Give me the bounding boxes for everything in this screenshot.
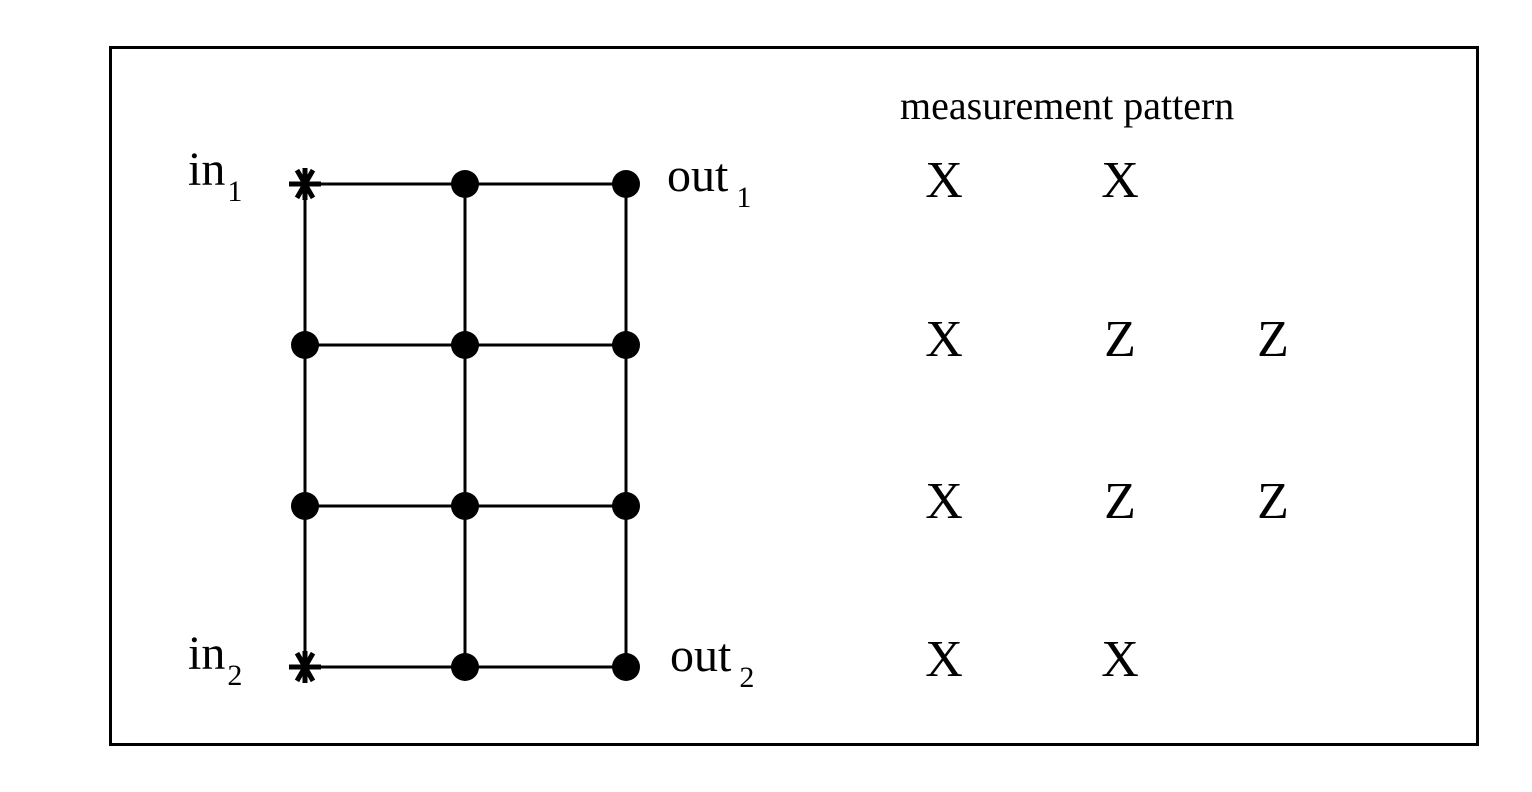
graph-node-2-2: [612, 492, 640, 520]
graph-nodes: [289, 168, 640, 683]
diagram-frame: [109, 46, 1479, 746]
graph-node-3-1: [451, 653, 479, 681]
measurement-1-0: X: [925, 311, 963, 368]
input-label-1: in1: [188, 143, 243, 208]
measurement-3-0: X: [925, 631, 963, 688]
measurement-2-0: X: [925, 473, 963, 530]
measurement-pattern-title: measurement pattern: [900, 83, 1235, 128]
graph-node-0-2: [612, 170, 640, 198]
input-node-asterisk-0-0: [289, 168, 321, 200]
input-node-asterisk-3-0: [289, 651, 321, 683]
graph-node-3-2: [612, 653, 640, 681]
measurement-2-1: Z: [1104, 473, 1136, 530]
output-label-2-subscript: 2: [739, 661, 755, 694]
graph-node-2-0: [291, 492, 319, 520]
graph-node-2-1: [451, 492, 479, 520]
input-label-2: in2: [188, 627, 243, 692]
input-label-1-subscript: 1: [227, 175, 243, 208]
measurement-2-2: Z: [1257, 473, 1289, 530]
graph-node-1-2: [612, 331, 640, 359]
graph-node-1-1: [451, 331, 479, 359]
graph-edges: [303, 182, 628, 669]
measurement-0-1: X: [1101, 152, 1139, 209]
input-label-2-subscript: 2: [227, 659, 243, 692]
graph-node-0-1: [451, 170, 479, 198]
measurement-1-1: Z: [1104, 311, 1136, 368]
output-label-1-subscript: 1: [736, 181, 752, 214]
measurement-0-0: X: [925, 152, 963, 209]
measurement-1-2: Z: [1257, 311, 1289, 368]
graph-node-1-0: [291, 331, 319, 359]
measurement-3-1: X: [1101, 631, 1139, 688]
